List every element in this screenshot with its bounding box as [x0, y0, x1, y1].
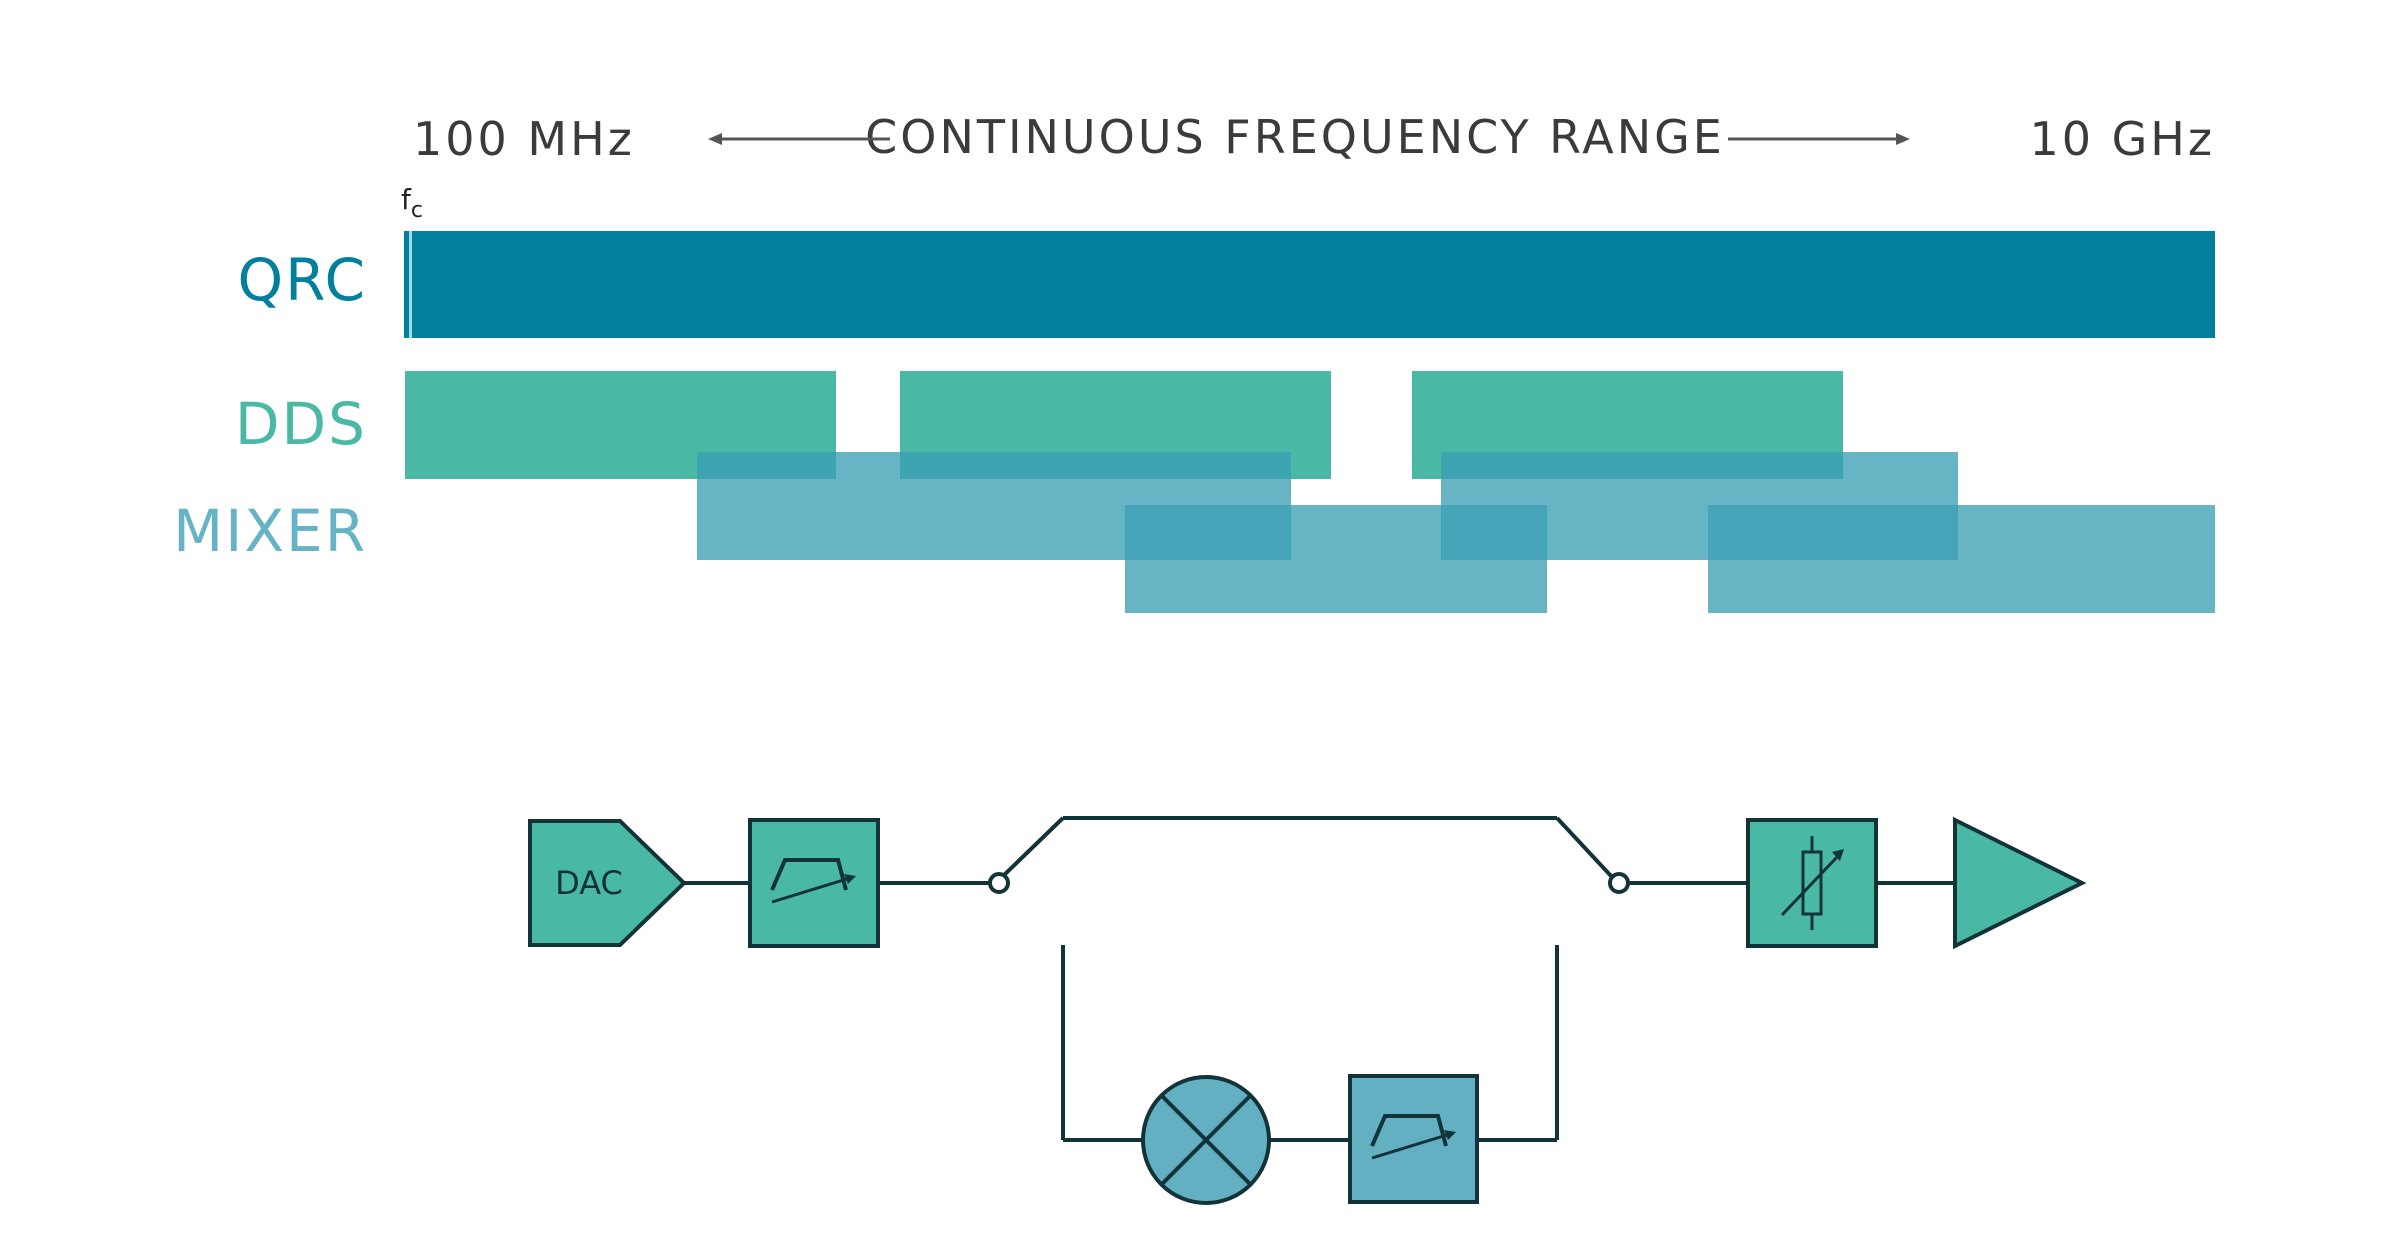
- row-label-mixer: MIXER: [173, 497, 367, 565]
- left-arrow-icon: [708, 133, 890, 145]
- dac-label: DAC: [555, 864, 623, 902]
- variable-attenuator-icon: [1746, 818, 1878, 948]
- mixer-band-4: [1708, 505, 2215, 613]
- fc-label: fc: [401, 183, 423, 223]
- bandpass-filter-icon: [1348, 1074, 1479, 1204]
- qrc-bar: [404, 231, 2215, 338]
- mixer-icon: [1141, 1075, 1271, 1205]
- row-label-qrc: QRC: [237, 246, 367, 314]
- dac-block: DAC: [528, 819, 687, 947]
- switch-contact-right: [1608, 872, 1630, 894]
- switch-contact-left: [988, 872, 1010, 894]
- right-arrow-icon: [1728, 133, 1910, 145]
- row-label-dds: DDS: [235, 390, 367, 458]
- bandpass-filter-icon: [748, 818, 880, 948]
- amplifier-icon: [1953, 816, 2087, 950]
- high-frequency-label: 10 GHz: [2029, 112, 2215, 166]
- fc-marker: [409, 231, 412, 338]
- low-frequency-label: 100 MHz: [413, 112, 635, 166]
- signal-path: [684, 816, 1955, 1142]
- range-label: CONTINUOUS FREQUENCY RANGE: [865, 110, 1725, 164]
